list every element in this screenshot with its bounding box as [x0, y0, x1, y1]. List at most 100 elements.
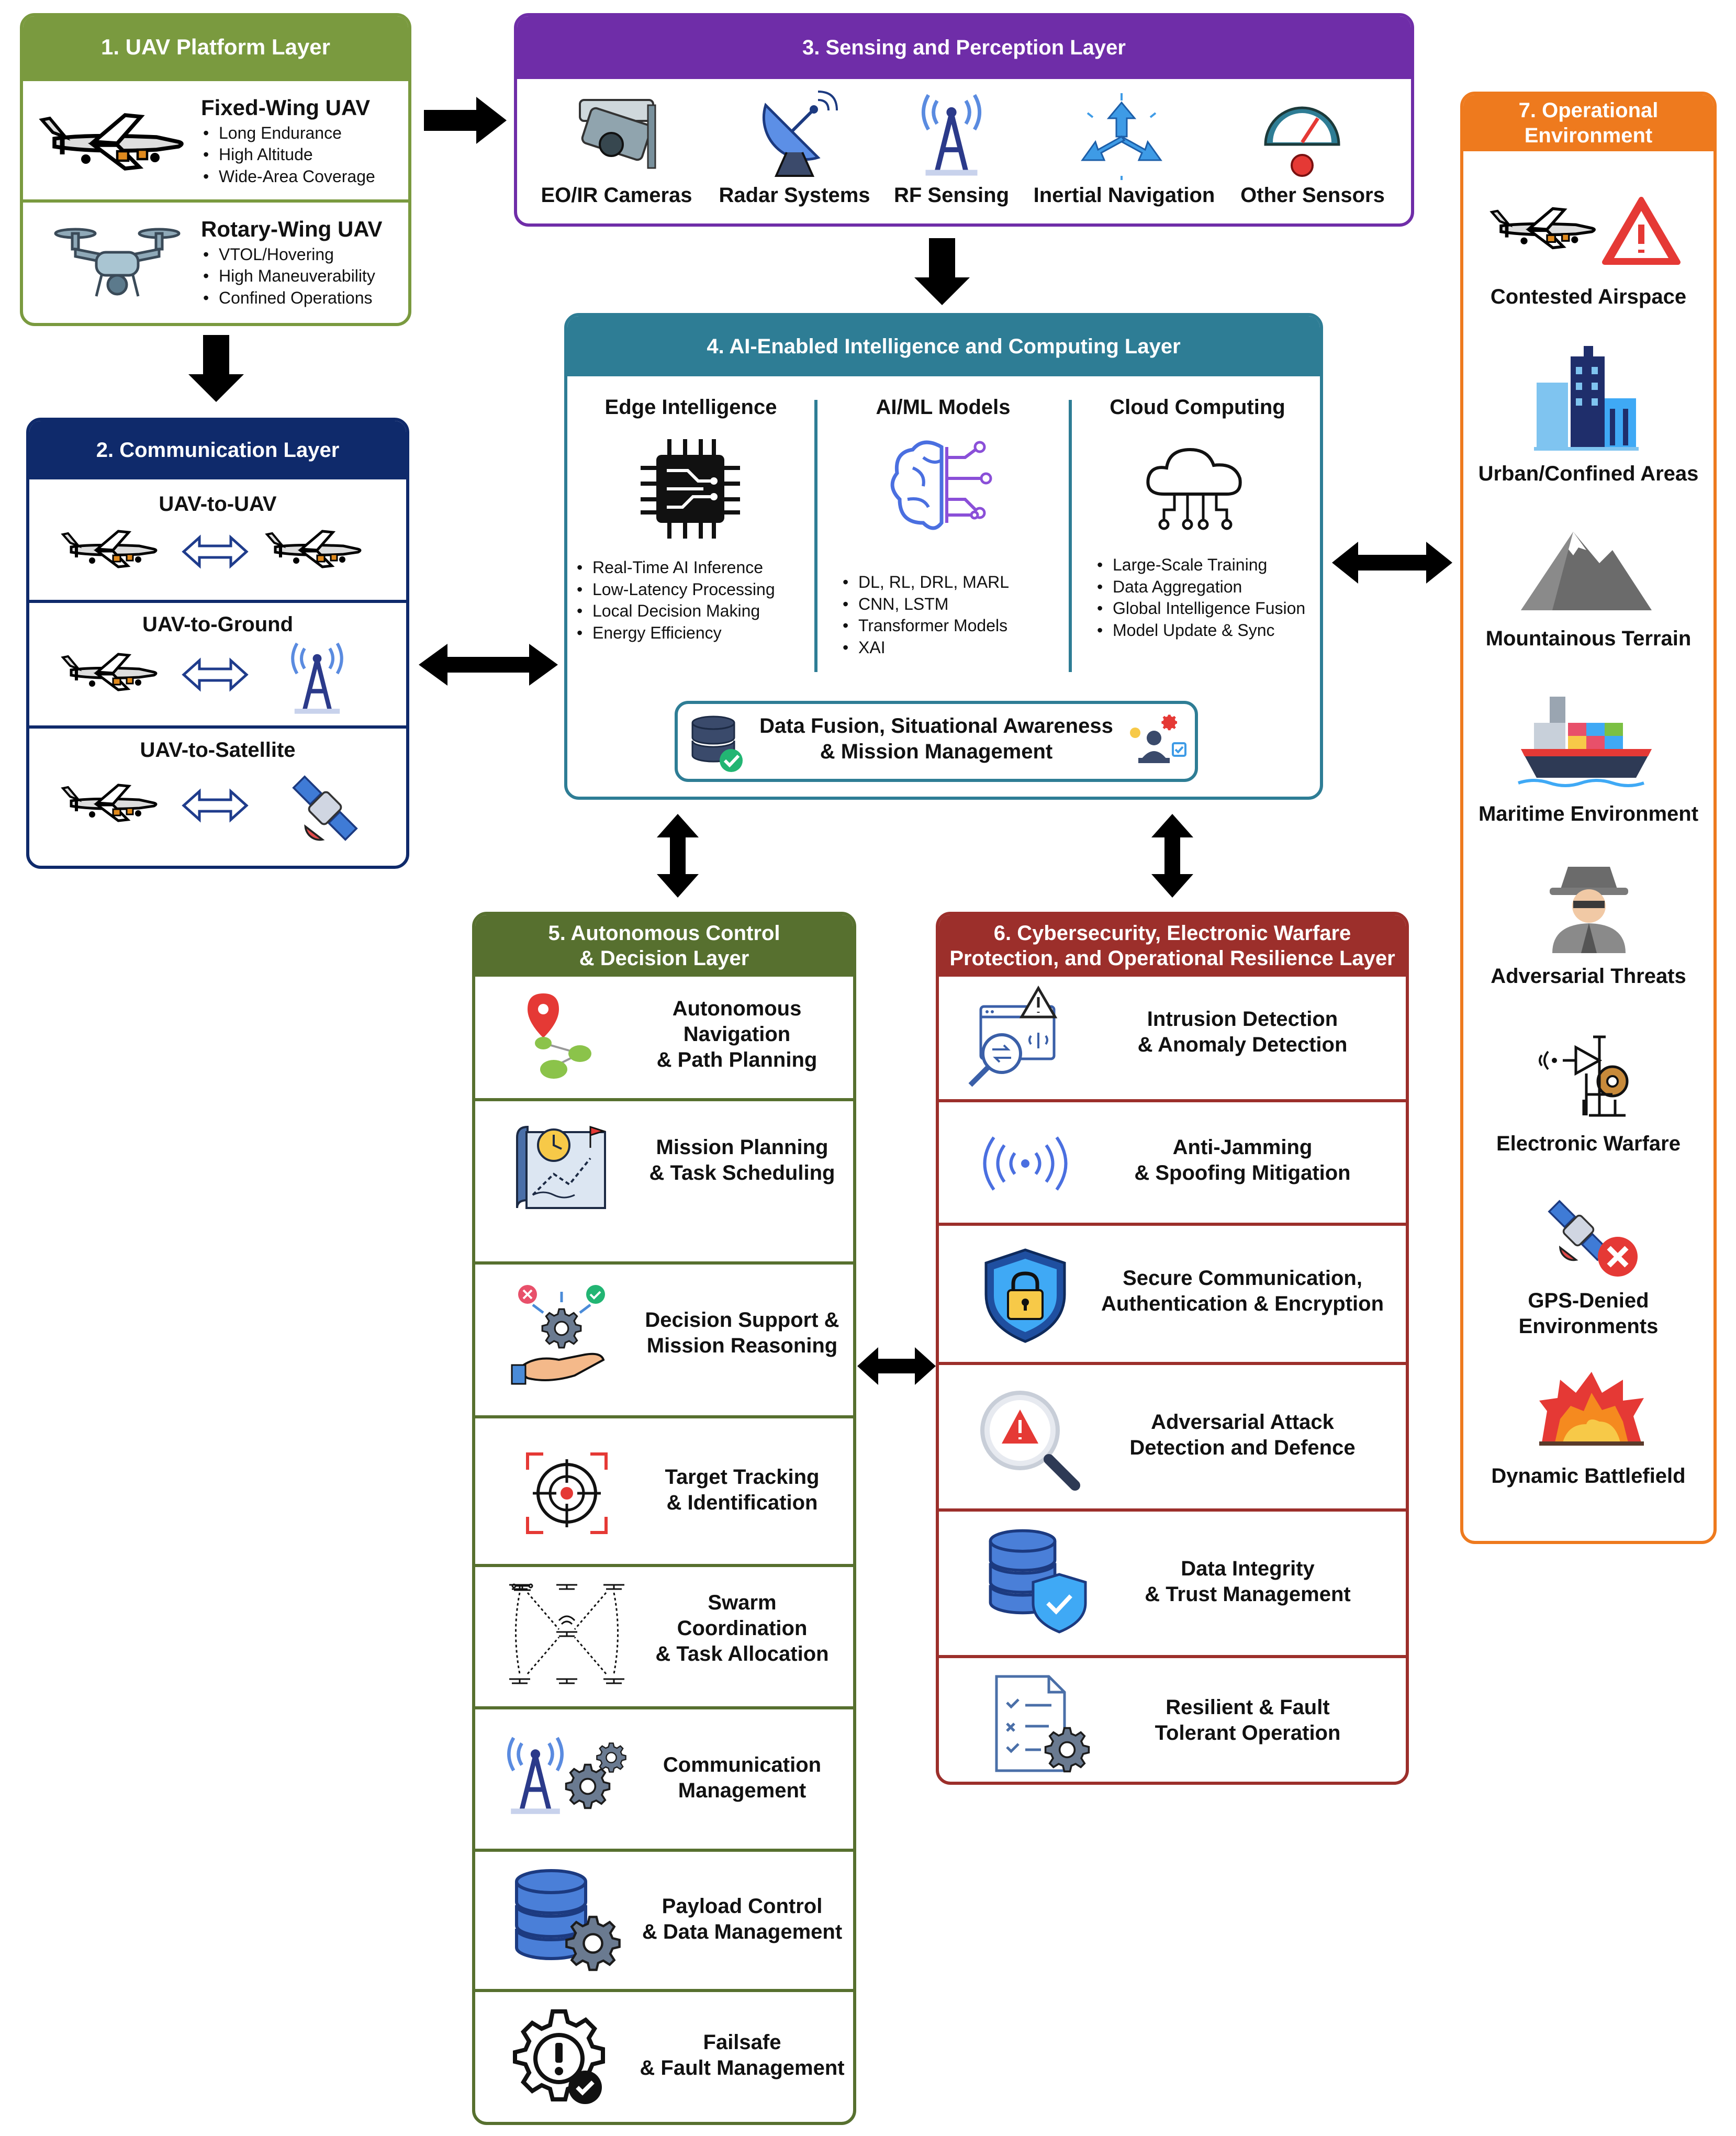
env-line: Electronic Warfare	[1496, 1132, 1681, 1155]
cloud-bullet: Large-Scale Training	[1095, 554, 1320, 576]
double-arrow-icon	[182, 534, 249, 569]
drone-warning-icon	[1489, 197, 1681, 265]
link-label-uav-to-satellite: UAV-to-Satellite	[140, 739, 296, 762]
layer5-title-line1: 5. Autonomous Control	[548, 922, 780, 945]
item-line: & Trust Management	[1145, 1582, 1351, 1606]
fixed-wing-drone-icon	[39, 110, 196, 173]
city-buildings-icon	[1534, 346, 1639, 451]
link-label-uav-to-ground: UAV-to-Ground	[142, 613, 294, 636]
double-arrow-icon	[182, 788, 249, 823]
cloud-network-icon	[1146, 448, 1242, 530]
arrow-layer5-layer6	[857, 1347, 936, 1385]
edge-bullet: Energy Efficiency	[575, 622, 815, 644]
layer7-title-line2: Environment	[1524, 124, 1653, 147]
shield-lock-icon	[984, 1248, 1066, 1343]
layer1-uav-platform-panel: 1. UAV Platform Layer Fixed-Wing UAV Lon…	[20, 13, 411, 326]
signal-waves-icon	[983, 1136, 1068, 1191]
layer6-header: 6. Cybersecurity, Electronic Warfare Pro…	[939, 915, 1406, 977]
cloud-computing-title: Cloud Computing	[1110, 396, 1285, 419]
item-line: Mission Reasoning	[646, 1334, 838, 1357]
layer2-header: 2. Communication Layer	[29, 421, 406, 479]
item-line: Adversarial Attack	[1151, 1411, 1334, 1434]
rotary-wing-title: Rotary-Wing UAV	[201, 217, 383, 241]
sensor-label: Radar Systems	[719, 184, 870, 207]
checklist-gear-icon	[995, 1675, 1090, 1773]
data-fusion-box: Data Fusion, Situational Awareness & Mis…	[675, 701, 1198, 782]
spy-icon	[1550, 867, 1628, 953]
explosion-icon	[1539, 1372, 1644, 1446]
env-line: Adversarial Threats	[1491, 965, 1686, 988]
database-shield-icon	[986, 1527, 1087, 1634]
item-line: & Fault Management	[640, 2056, 845, 2079]
item-line: Resilient & Fault	[1166, 1696, 1330, 1719]
item-line: Authentication & Encryption	[1101, 1292, 1384, 1315]
sensor-label: RF Sensing	[893, 184, 1010, 207]
drone-icon	[61, 528, 165, 570]
sensor-label: Other Sensors	[1240, 184, 1385, 207]
ai-ml-bullet: Transformer Models	[841, 615, 1066, 637]
item-line: Management	[678, 1779, 807, 1802]
ai-ml-bullet: DL, RL, DRL, MARL	[841, 572, 1066, 594]
item-line: Payload Control	[662, 1895, 823, 1918]
item-line: Swarm	[708, 1591, 777, 1614]
env-line: Environments	[1518, 1314, 1659, 1338]
failsafe-gear-icon	[513, 2009, 605, 2104]
item-line: Mission Planning	[656, 1136, 828, 1159]
sensor-label: EO/IR Cameras	[541, 184, 692, 207]
arrow-layer3-to-layer4	[914, 238, 970, 305]
layer3-title: 3. Sensing and Perception Layer	[802, 36, 1126, 59]
item-line: Communication	[663, 1753, 822, 1776]
layer4-title: 4. AI-Enabled Intelligence and Computing…	[707, 334, 1181, 358]
edge-intelligence-title: Edge Intelligence	[604, 396, 777, 419]
layer2-communication-panel: 2. Communication Layer UAV-to-UAV UAV-to…	[26, 418, 409, 869]
item-line: & Spoofing Mitigation	[1134, 1161, 1351, 1184]
operator-dashboard-icon	[1130, 714, 1186, 763]
item-line: Decision Support &	[645, 1309, 839, 1332]
arrow-layer4-layer5	[657, 814, 699, 898]
drone-icon	[61, 782, 165, 824]
fixed-wing-bullet: Wide-Area Coverage	[201, 166, 408, 188]
decision-gear-hand-icon	[511, 1285, 605, 1385]
layer1-header: 1. UAV Platform Layer	[23, 16, 408, 78]
database-gear-icon	[512, 1867, 627, 1977]
ai-ml-bullet: XAI	[841, 637, 1066, 659]
item-line: Coordination	[677, 1616, 808, 1640]
database-check-icon	[691, 715, 743, 772]
layer5-autonomous-panel: 5. Autonomous Control & Decision Layer A…	[472, 912, 856, 2125]
rf-tower-icon	[915, 92, 988, 178]
layer5-header: 5. Autonomous Control & Decision Layer	[475, 915, 853, 977]
cloud-bullet: Global Intelligence Fusion	[1095, 598, 1320, 620]
item-line: Anti-Jamming	[1172, 1136, 1313, 1159]
edge-bullet: Real-Time AI Inference	[575, 557, 815, 579]
link-label-uav-to-uav: UAV-to-UAV	[159, 493, 277, 516]
layer5-title-line2: & Decision Layer	[579, 947, 749, 970]
env-line: Contested Airspace	[1490, 285, 1687, 308]
ai-brain-icon	[890, 440, 992, 530]
item-line: Autonomous	[672, 997, 802, 1020]
fusion-line1: Data Fusion, Situational Awareness	[759, 714, 1113, 737]
satellite-icon	[286, 769, 364, 847]
rotary-wing-bullet: VTOL/Hovering	[201, 244, 408, 266]
item-line: & Data Management	[642, 1920, 843, 1943]
arrow-layer4-layer6	[1151, 814, 1193, 898]
item-line: Data Integrity	[1181, 1557, 1315, 1580]
ground-tower-icon	[286, 641, 349, 717]
env-line: Mountainous Terrain	[1485, 627, 1692, 650]
drone-icon	[265, 528, 369, 570]
env-line: Dynamic Battlefield	[1491, 1464, 1686, 1488]
layer7-environment-panel: 7. Operational Environment Contested Air…	[1460, 92, 1717, 1544]
satellite-denied-icon	[1544, 1196, 1638, 1277]
fusion-line2: & Mission Management	[820, 740, 1053, 763]
drone-icon	[61, 651, 165, 693]
tower-gears-icon	[501, 1731, 626, 1820]
item-line: Detection and Defence	[1129, 1436, 1356, 1459]
mission-map-icon	[516, 1125, 606, 1209]
env-line: GPS-Denied	[1528, 1289, 1649, 1312]
crosshair-icon	[526, 1452, 608, 1534]
item-line: Secure Communication,	[1123, 1267, 1362, 1290]
inertial-axes-icon	[1081, 93, 1162, 180]
layer4-header: 4. AI-Enabled Intelligence and Computing…	[567, 316, 1320, 376]
item-line: & Anomaly Detection	[1137, 1033, 1348, 1056]
env-line: Maritime Environment	[1478, 802, 1699, 825]
quadcopter-icon	[54, 228, 181, 297]
